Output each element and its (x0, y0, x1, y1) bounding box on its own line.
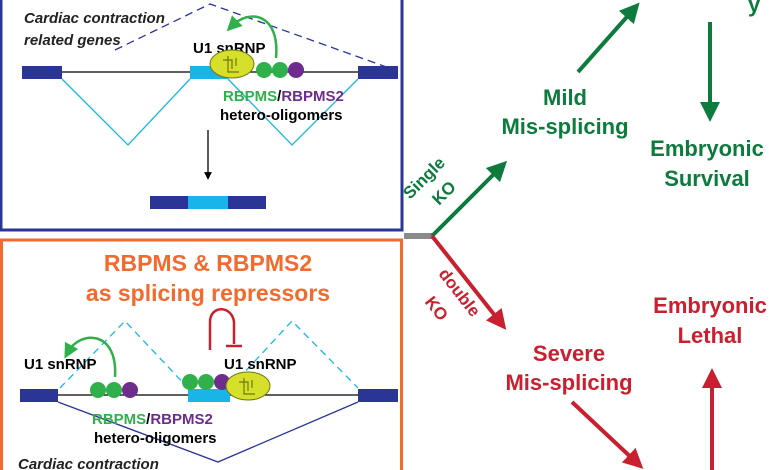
bottom-right-rbpms-dot-2 (198, 374, 214, 390)
top-skip-dashed-line (114, 3, 396, 71)
top-mrna-exon-middle (188, 196, 228, 209)
survival-line1: Embryonic (650, 136, 764, 161)
single-ko-arrow (430, 160, 508, 238)
top-splice-right-v (227, 78, 359, 146)
bottom-rbpms2-label: RBPMS2 (150, 411, 213, 428)
top-mrna-exon-right (228, 196, 266, 209)
top-mrna-exon-left (150, 196, 188, 209)
top-panel: Cardiac contraction related genes U1 snR… (0, 0, 404, 232)
mild-line1: Mild (543, 85, 587, 110)
bottom-panel: RBPMS & RBPMS2 as splicing repressors U1… (0, 238, 403, 470)
bottom-u1-particle (225, 371, 271, 401)
top-splice-left-v (61, 78, 191, 146)
top-exon-left (22, 66, 62, 79)
bottom-hetero-label: hetero-oligomers (94, 430, 217, 447)
double-ko-label-line2: KO (421, 293, 452, 325)
mild-line2: Mis-splicing (501, 114, 628, 139)
top-rbpms-dot-1 (256, 62, 272, 78)
survival-line2: Survival (664, 166, 750, 191)
bottom-exon-left (20, 389, 58, 402)
bottom-u1-right-label: U1 snRNP (224, 356, 297, 373)
bottom-left-rbpms2-dot (122, 382, 138, 398)
top-rbpms-dot-2 (272, 62, 288, 78)
top-caption-line1: Cardiac contraction (24, 10, 165, 27)
bottom-left-rbpms-dot-1 (90, 382, 106, 398)
top-u1-recruit-arrow (226, 15, 278, 59)
top-exon-right (358, 66, 398, 79)
top-rbpms2-dot (288, 62, 304, 78)
top-panel-border (0, 0, 404, 232)
bottom-panel-border (0, 238, 403, 470)
top-right-fragment: y (748, 0, 761, 17)
top-rbpms-legend: RBPMS/RBPMS2 (223, 88, 344, 105)
bottom-splice-right-dashed (229, 320, 359, 389)
mild-up-arrow (576, 2, 640, 74)
bottom-exon-middle (188, 389, 230, 402)
top-u1-label: U1 snRNP (193, 40, 266, 57)
top-u1-particle (209, 49, 255, 79)
lethal-line1: Embryonic (653, 293, 767, 318)
severe-down-arrow (570, 400, 644, 469)
severe-line2: Mis-splicing (505, 370, 632, 395)
bottom-rbpms-label: RBPMS (92, 411, 146, 428)
bottom-inhibition-arc (208, 308, 236, 350)
bottom-title-line1: RBPMS & RBPMS2 (104, 250, 312, 276)
bottom-slash: / (146, 411, 151, 428)
bottom-splice-left-dashed (59, 320, 189, 389)
bottom-skip-line (57, 401, 359, 463)
top-hetero-label: hetero-oligomers (220, 107, 343, 124)
bottom-exon-right (358, 389, 398, 402)
bottom-left-rbpms-dot-2 (106, 382, 122, 398)
top-caption-line2: related genes (24, 32, 121, 49)
bottom-right-rbpms-dot-1 (182, 374, 198, 390)
severe-line1: Severe (533, 341, 605, 366)
double-ko-arrow (430, 234, 507, 330)
bottom-caption-line1: Cardiac contraction (18, 456, 159, 470)
bottom-title-line2: as splicing repressors (86, 280, 330, 306)
top-rbpms2-label: RBPMS2 (281, 88, 344, 105)
flow-diagram: Single KO double KO Mild Mis-splicing y … (399, 0, 767, 470)
top-rbpms-label: RBPMS (223, 88, 277, 105)
top-slash: / (277, 88, 282, 105)
bottom-u1-left-label: U1 snRNP (24, 356, 97, 373)
lethal-line2: Lethal (678, 323, 743, 348)
bottom-u1-left-arrow (64, 336, 117, 378)
bottom-rbpms-legend: RBPMS/RBPMS2 (92, 411, 213, 428)
